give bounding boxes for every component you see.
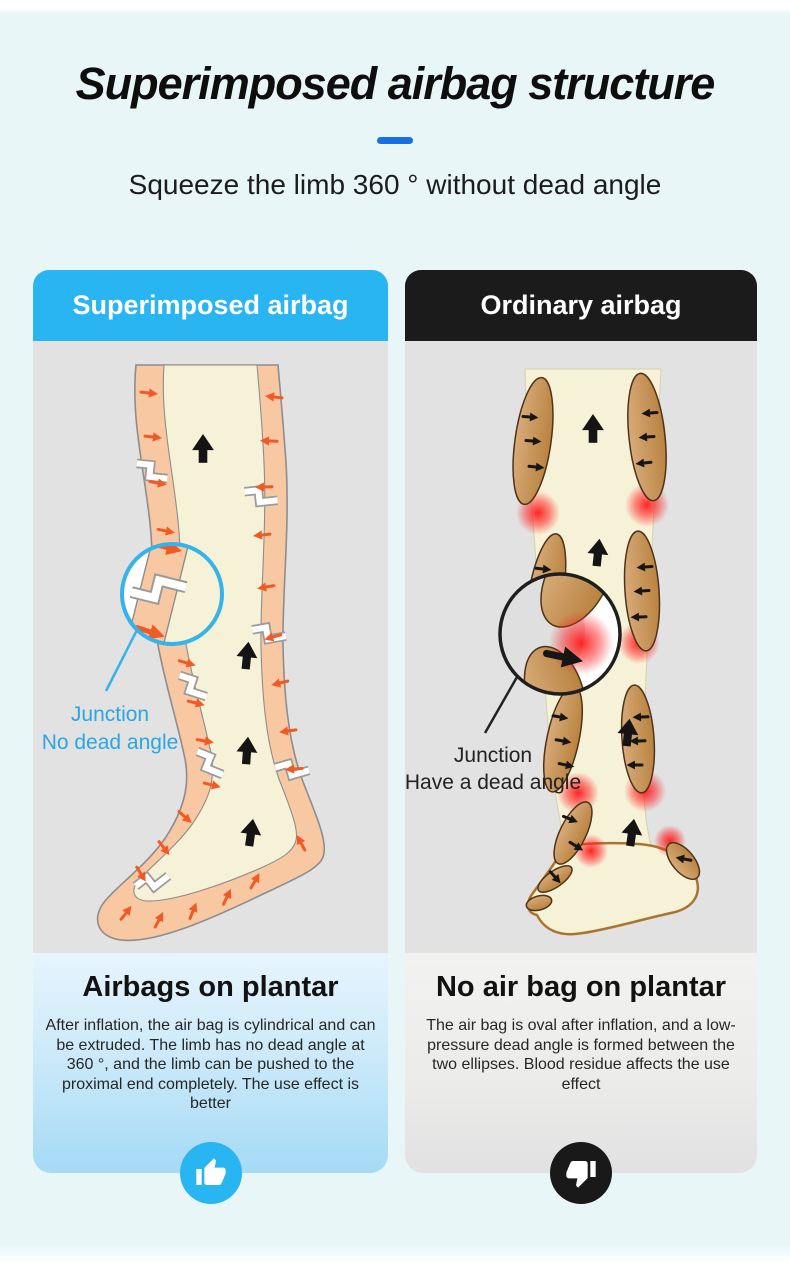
ordinary-verdict-title: No air bag on plantar xyxy=(435,971,727,1003)
title-underline-dash xyxy=(377,137,413,144)
superimposed-verdict-box: Airbags on plantar After inflation, the … xyxy=(33,953,388,1204)
superimposed-airbag-header-label: Superimposed airbag xyxy=(72,290,349,320)
junction-magnifier xyxy=(483,572,622,734)
ordinary-airbag-panel: Ordinary airbag xyxy=(405,270,757,1204)
superimposed-airbag-header: Superimposed airbag xyxy=(33,270,388,341)
thumb-up-icon xyxy=(195,1158,226,1185)
magnifier-leader-line xyxy=(104,629,139,692)
superimposed-airbag-panel: Superimposed airbag xyxy=(33,270,388,1204)
magnifier-leader-line xyxy=(483,676,519,734)
superimposed-verdict-title: Airbags on plantar xyxy=(82,971,339,1003)
page-subtitle: Squeeze the limb 360 ° without dead angl… xyxy=(128,169,662,200)
junction-label-line1: Junction xyxy=(71,703,149,726)
junction-magnifier xyxy=(104,542,224,692)
superimposed-verdict-body: After inflation, the air bag is cylindri… xyxy=(45,1017,376,1113)
page-title: Superimposed airbag structure xyxy=(75,58,716,109)
ordinary-verdict-body: The air bag is oval after inflation, and… xyxy=(426,1017,736,1093)
ordinary-airbag-illustration: Junction Have a dead angle xyxy=(405,368,701,936)
ordinary-verdict-box: No air bag on plantar The air bag is ova… xyxy=(405,953,757,1204)
superimposed-airbag-illustration: Junction No dead angle xyxy=(42,364,325,942)
junction-label-line2: No dead angle xyxy=(42,731,179,754)
thumb-down-icon xyxy=(566,1161,596,1188)
thumb-up-badge xyxy=(179,1142,242,1204)
thumb-down-badge xyxy=(550,1142,612,1204)
superimposed-airbag-body: Junction No dead angle xyxy=(33,341,388,953)
ordinary-airbag-header: Ordinary airbag xyxy=(405,270,757,341)
ordinary-airbag-header-label: Ordinary airbag xyxy=(480,290,682,320)
junction-label-line2: Have a dead angle xyxy=(405,771,581,794)
ordinary-airbag-body: Junction Have a dead angle xyxy=(405,341,757,953)
junction-label-line1: Junction xyxy=(454,744,532,767)
